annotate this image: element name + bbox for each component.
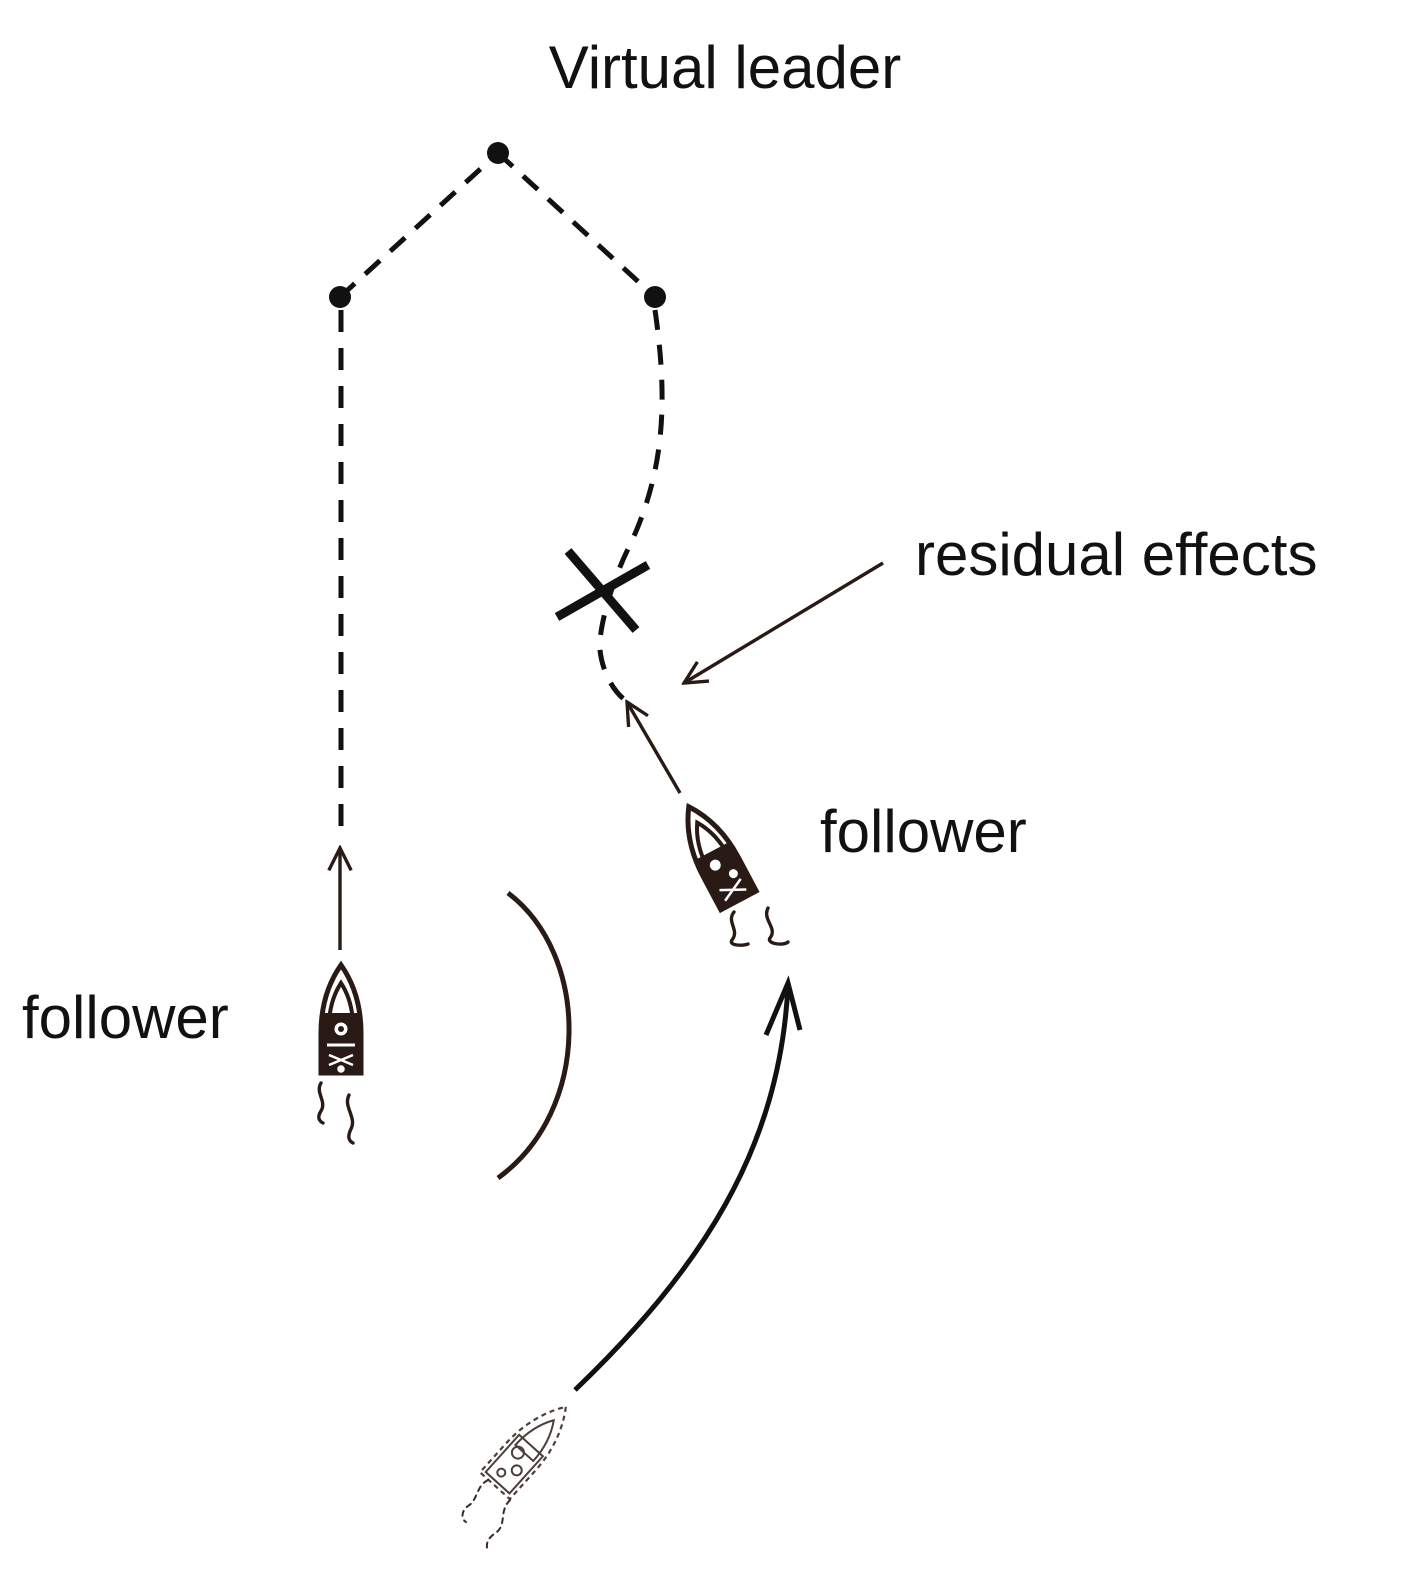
boat-icon <box>478 1405 568 1501</box>
leader-node-top <box>487 142 509 164</box>
boat-icon <box>318 960 364 1076</box>
residual-effects-arrow <box>684 561 884 683</box>
right-follower-heading-arrow <box>627 702 682 794</box>
right-follower-track <box>597 309 665 702</box>
transition-arrowhead-icon <box>763 975 803 1036</box>
cross-mark-icon <box>554 548 651 633</box>
leader-formation <box>338 151 657 299</box>
wake-icon <box>729 906 790 947</box>
left-follower-label: follower <box>22 984 229 1051</box>
wake-icon <box>461 1479 511 1553</box>
left-follower-boat <box>317 960 364 1145</box>
right-follower-boat <box>685 802 760 914</box>
boat-icon <box>685 802 760 914</box>
right-follower-label: follower <box>820 798 1027 865</box>
virtual-leader-label: Virtual leader <box>549 34 901 101</box>
wake-icon <box>317 1081 355 1145</box>
residual-effects-label: residual effects <box>915 521 1317 588</box>
formation-edge-left <box>338 151 500 299</box>
leader-node-right <box>644 286 666 308</box>
ghost-follower-boat <box>478 1405 568 1501</box>
formation-edge-right <box>496 151 657 299</box>
leader-node-left <box>329 286 351 308</box>
transition-trajectory-arrow <box>573 984 791 1392</box>
obstacle-arc <box>496 891 572 1181</box>
